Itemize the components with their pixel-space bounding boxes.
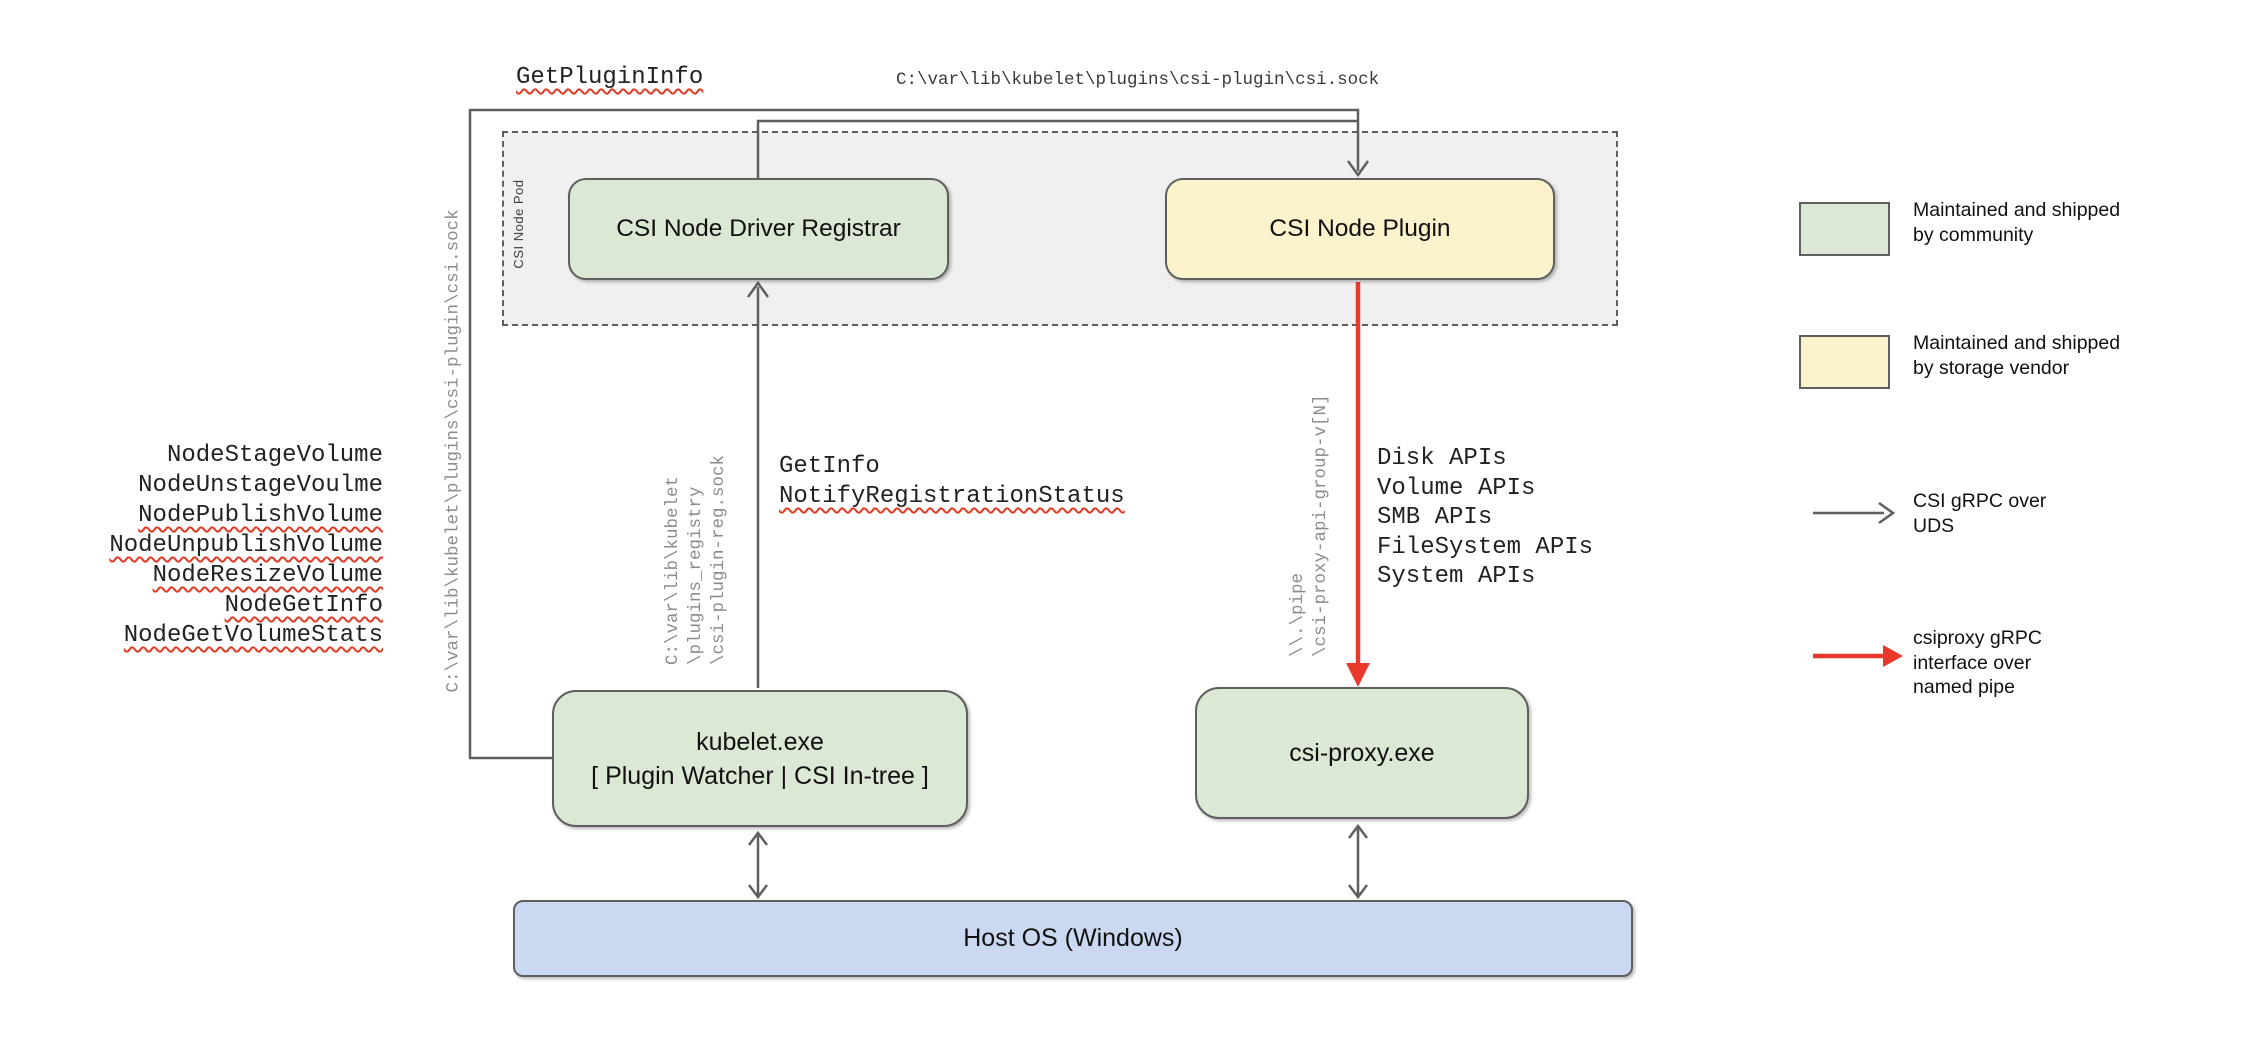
arrowhead-down-csiproxy-red bbox=[1346, 663, 1370, 687]
registry-sock-line: \plugins_registry bbox=[686, 486, 706, 665]
csi-node-pod-label: CSI Node Pod bbox=[511, 179, 526, 269]
label-proxy-api-list: Disk APIs Volume APIs SMB APIs FileSyste… bbox=[1377, 444, 1593, 592]
get-info-text: GetInfo bbox=[779, 453, 880, 480]
host-os-label: Host OS (Windows) bbox=[963, 924, 1183, 952]
kubelet-label-line2: [ Plugin Watcher | CSI In-tree ] bbox=[591, 761, 929, 790]
legend-vendor-label: Maintained and shipped by storage vendor bbox=[1913, 332, 2121, 379]
arrowhead-up-csiproxy bbox=[1348, 823, 1368, 839]
node-call-item: NodeUnpublishVolume bbox=[109, 532, 383, 559]
label-csi-sock-path-vertical: C:\var\lib\kubelet\plugins\csi-plugin\cs… bbox=[443, 209, 464, 693]
node-host-os-windows: Host OS (Windows) bbox=[513, 900, 1633, 977]
csi-proxy-label: csi-proxy.exe bbox=[1289, 738, 1435, 767]
proxy-api-item: Disk APIs bbox=[1377, 445, 1507, 472]
label-get-plugin-info: GetPluginInfo bbox=[516, 64, 703, 91]
legend-community-label: Maintained and shipped by community bbox=[1913, 199, 2121, 246]
node-call-item: NodeGetVolumeStats bbox=[123, 622, 383, 649]
node-csi-node-plugin: CSI Node Plugin bbox=[1165, 178, 1555, 280]
notify-registration-status-text: NotifyRegistrationStatus bbox=[779, 483, 1125, 510]
node-csi-proxy-exe: csi-proxy.exe bbox=[1195, 687, 1529, 819]
label-registration-rpcs: GetInfo NotifyRegistrationStatus bbox=[779, 452, 1125, 512]
proxy-api-item: Volume APIs bbox=[1377, 474, 1536, 502]
label-registry-sock-path: C:\var\lib\kubelet \plugins_registry \cs… bbox=[662, 454, 731, 665]
node-call-item: NodeGetInfo bbox=[224, 592, 383, 619]
node-kubelet-exe: kubelet.exe [ Plugin Watcher | CSI In-tr… bbox=[552, 690, 968, 827]
pipe-path-line: \\.\pipe bbox=[1288, 572, 1308, 657]
legend-pipe-arrow-label: csiproxy gRPC interface over named pipe bbox=[1913, 627, 2042, 698]
plugin-label: CSI Node Plugin bbox=[1269, 215, 1451, 242]
pipe-path-line: \csi-proxy-api-group-v[N] bbox=[1311, 394, 1331, 657]
arrowhead-down-hostos-left bbox=[748, 884, 768, 900]
arrowhead-down-hostos-right bbox=[1348, 884, 1368, 900]
proxy-api-item: SMB APIs bbox=[1377, 504, 1493, 531]
arrowhead-up-kubelet bbox=[748, 830, 768, 846]
registry-sock-line: C:\var\lib\kubelet bbox=[663, 475, 683, 665]
node-csi-node-driver-registrar: CSI Node Driver Registrar bbox=[568, 178, 949, 280]
node-call-item: NodeUnstageVoulme bbox=[138, 472, 383, 499]
get-plugin-info-text: GetPluginInfo bbox=[516, 64, 704, 91]
registrar-label: CSI Node Driver Registrar bbox=[616, 215, 901, 242]
legend-uds-arrow-label: CSI gRPC over UDS bbox=[1913, 490, 2047, 537]
label-named-pipe-path: \\.\pipe \csi-proxy-api-group-v[N] bbox=[1287, 394, 1333, 657]
node-call-item: NodePublishVolume bbox=[138, 502, 383, 529]
node-call-item: NodeStageVolume bbox=[166, 442, 383, 469]
node-call-item: NodeResizeVolume bbox=[152, 562, 383, 589]
proxy-api-item: System APIs bbox=[1377, 563, 1536, 590]
legend-vendor-swatch bbox=[1799, 335, 1890, 389]
label-node-rpc-list: NodeStageVolume NodeUnstageVoulme NodePu… bbox=[83, 441, 383, 651]
label-csi-sock-path: C:\var\lib\kubelet\plugins\csi-plugin\cs… bbox=[896, 70, 1380, 90]
kubelet-label-line1: kubelet.exe bbox=[696, 727, 824, 756]
proxy-api-item: FileSystem APIs bbox=[1377, 533, 1594, 561]
legend-uds-arrowhead bbox=[1878, 501, 1896, 525]
legend-pipe-arrowhead bbox=[1883, 645, 1903, 667]
registry-sock-line: \csi-plugin-reg.sock bbox=[709, 454, 729, 665]
legend-community-swatch bbox=[1799, 202, 1890, 256]
